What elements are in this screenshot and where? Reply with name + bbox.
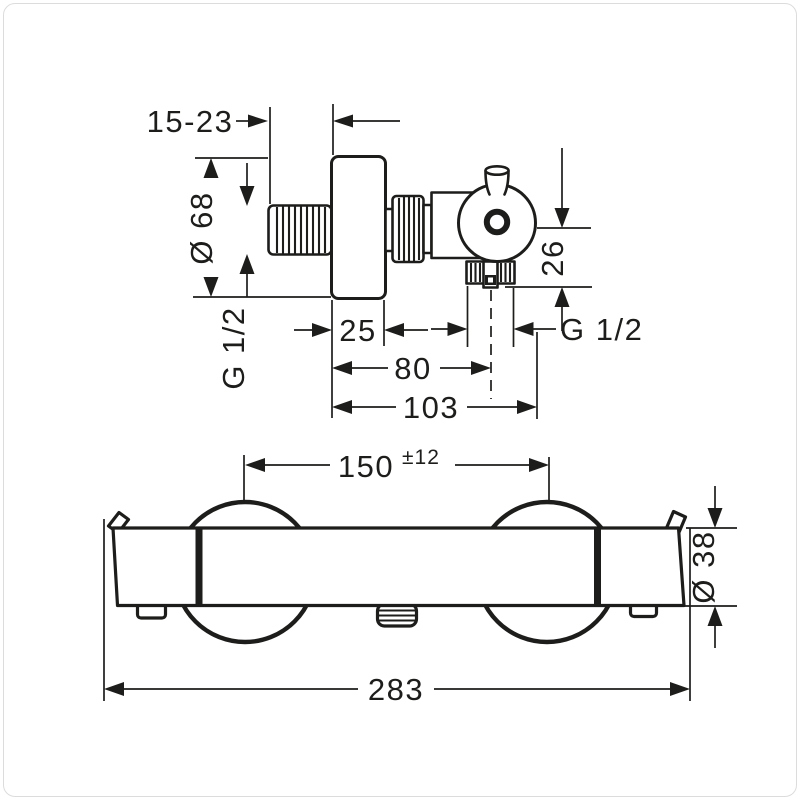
- arrowhead: [707, 606, 723, 626]
- center-screw-ring: [483, 208, 511, 236]
- bottom-outlet-ribs: [379, 609, 415, 622]
- arrowhead: [333, 114, 353, 128]
- arrowhead: [554, 208, 570, 228]
- dim-label-wall-to-outlet-axis: 80: [394, 351, 431, 386]
- arrowhead: [245, 458, 265, 472]
- dim-label-body-diameter: Ø 38: [686, 530, 721, 603]
- arrowhead: [471, 361, 491, 375]
- arrowhead: [104, 682, 124, 696]
- dim-axis-to-outlet: 26: [505, 148, 592, 331]
- top-knob-mask: [485, 170, 509, 195]
- dim-outlet-thread: G 1/2: [431, 286, 643, 347]
- dim-wall-to-outlet-axis: 80: [332, 290, 492, 399]
- dim-install-depth: 15-23: [147, 104, 400, 204]
- arrowhead: [312, 323, 332, 337]
- arrowhead: [248, 114, 268, 128]
- dim-label-connection-centers: 150: [338, 449, 394, 484]
- dim-label-escutcheon-depth: 25: [339, 313, 376, 348]
- arrowhead: [513, 322, 534, 336]
- dim-label-wall-to-body-front: 103: [403, 390, 459, 425]
- arrowhead: [384, 323, 404, 337]
- dim-escutcheon-diameter: Ø 68: [184, 157, 331, 298]
- arrowhead: [529, 458, 549, 472]
- arrowhead: [332, 400, 352, 414]
- arrowhead: [707, 508, 723, 528]
- outlet-spigot-notch: [488, 277, 493, 283]
- arrowhead: [447, 322, 468, 336]
- dim-label-overall-width: 283: [368, 672, 424, 707]
- arrowhead: [332, 361, 352, 375]
- dim-label-outlet-thread: G 1/2: [560, 312, 643, 347]
- top-knob-left-edge: [484, 169, 491, 196]
- front-view-parts: [106, 499, 688, 645]
- thermostat-body-circle: [457, 183, 537, 263]
- wall-escutcheon-disc: [330, 155, 387, 300]
- arrowhead: [239, 254, 255, 274]
- side-view: 15-23 Ø 68 G 1/2: [147, 104, 643, 425]
- dim-body-diameter: Ø 38: [679, 486, 737, 648]
- front-view: 150 ±12 Ø 38 283: [103, 446, 737, 707]
- side-view-parts: [267, 155, 537, 300]
- dim-overall-width: 283: [103, 519, 691, 707]
- union-nut-knurling: [397, 197, 421, 261]
- dim-label-install-depth: 15-23: [147, 104, 234, 139]
- arrowhead: [554, 287, 570, 307]
- top-knob-cap: [484, 165, 510, 177]
- dim-escutcheon-depth: 25: [294, 300, 428, 418]
- dim-label-inlet-thread: G 1/2: [216, 306, 251, 389]
- arrowhead: [203, 277, 219, 297]
- dim-label-axis-to-outlet: 26: [535, 239, 570, 276]
- dim-wall-to-body-front: 103: [332, 332, 538, 425]
- dim-label-connection-tolerance: ±12: [402, 446, 440, 469]
- dim-inlet-thread: G 1/2: [216, 163, 255, 390]
- arrowhead: [203, 158, 219, 178]
- arrowhead: [239, 186, 255, 206]
- outlet-nut-ribs: [469, 263, 512, 282]
- top-knob-right-edge: [503, 169, 510, 196]
- inlet-thread-hatching: [275, 206, 327, 254]
- dim-label-escutcheon-diameter: Ø 68: [184, 191, 219, 264]
- arrowhead: [517, 400, 537, 414]
- dim-connection-centers: 150 ±12: [243, 446, 550, 502]
- arrowhead: [670, 682, 690, 696]
